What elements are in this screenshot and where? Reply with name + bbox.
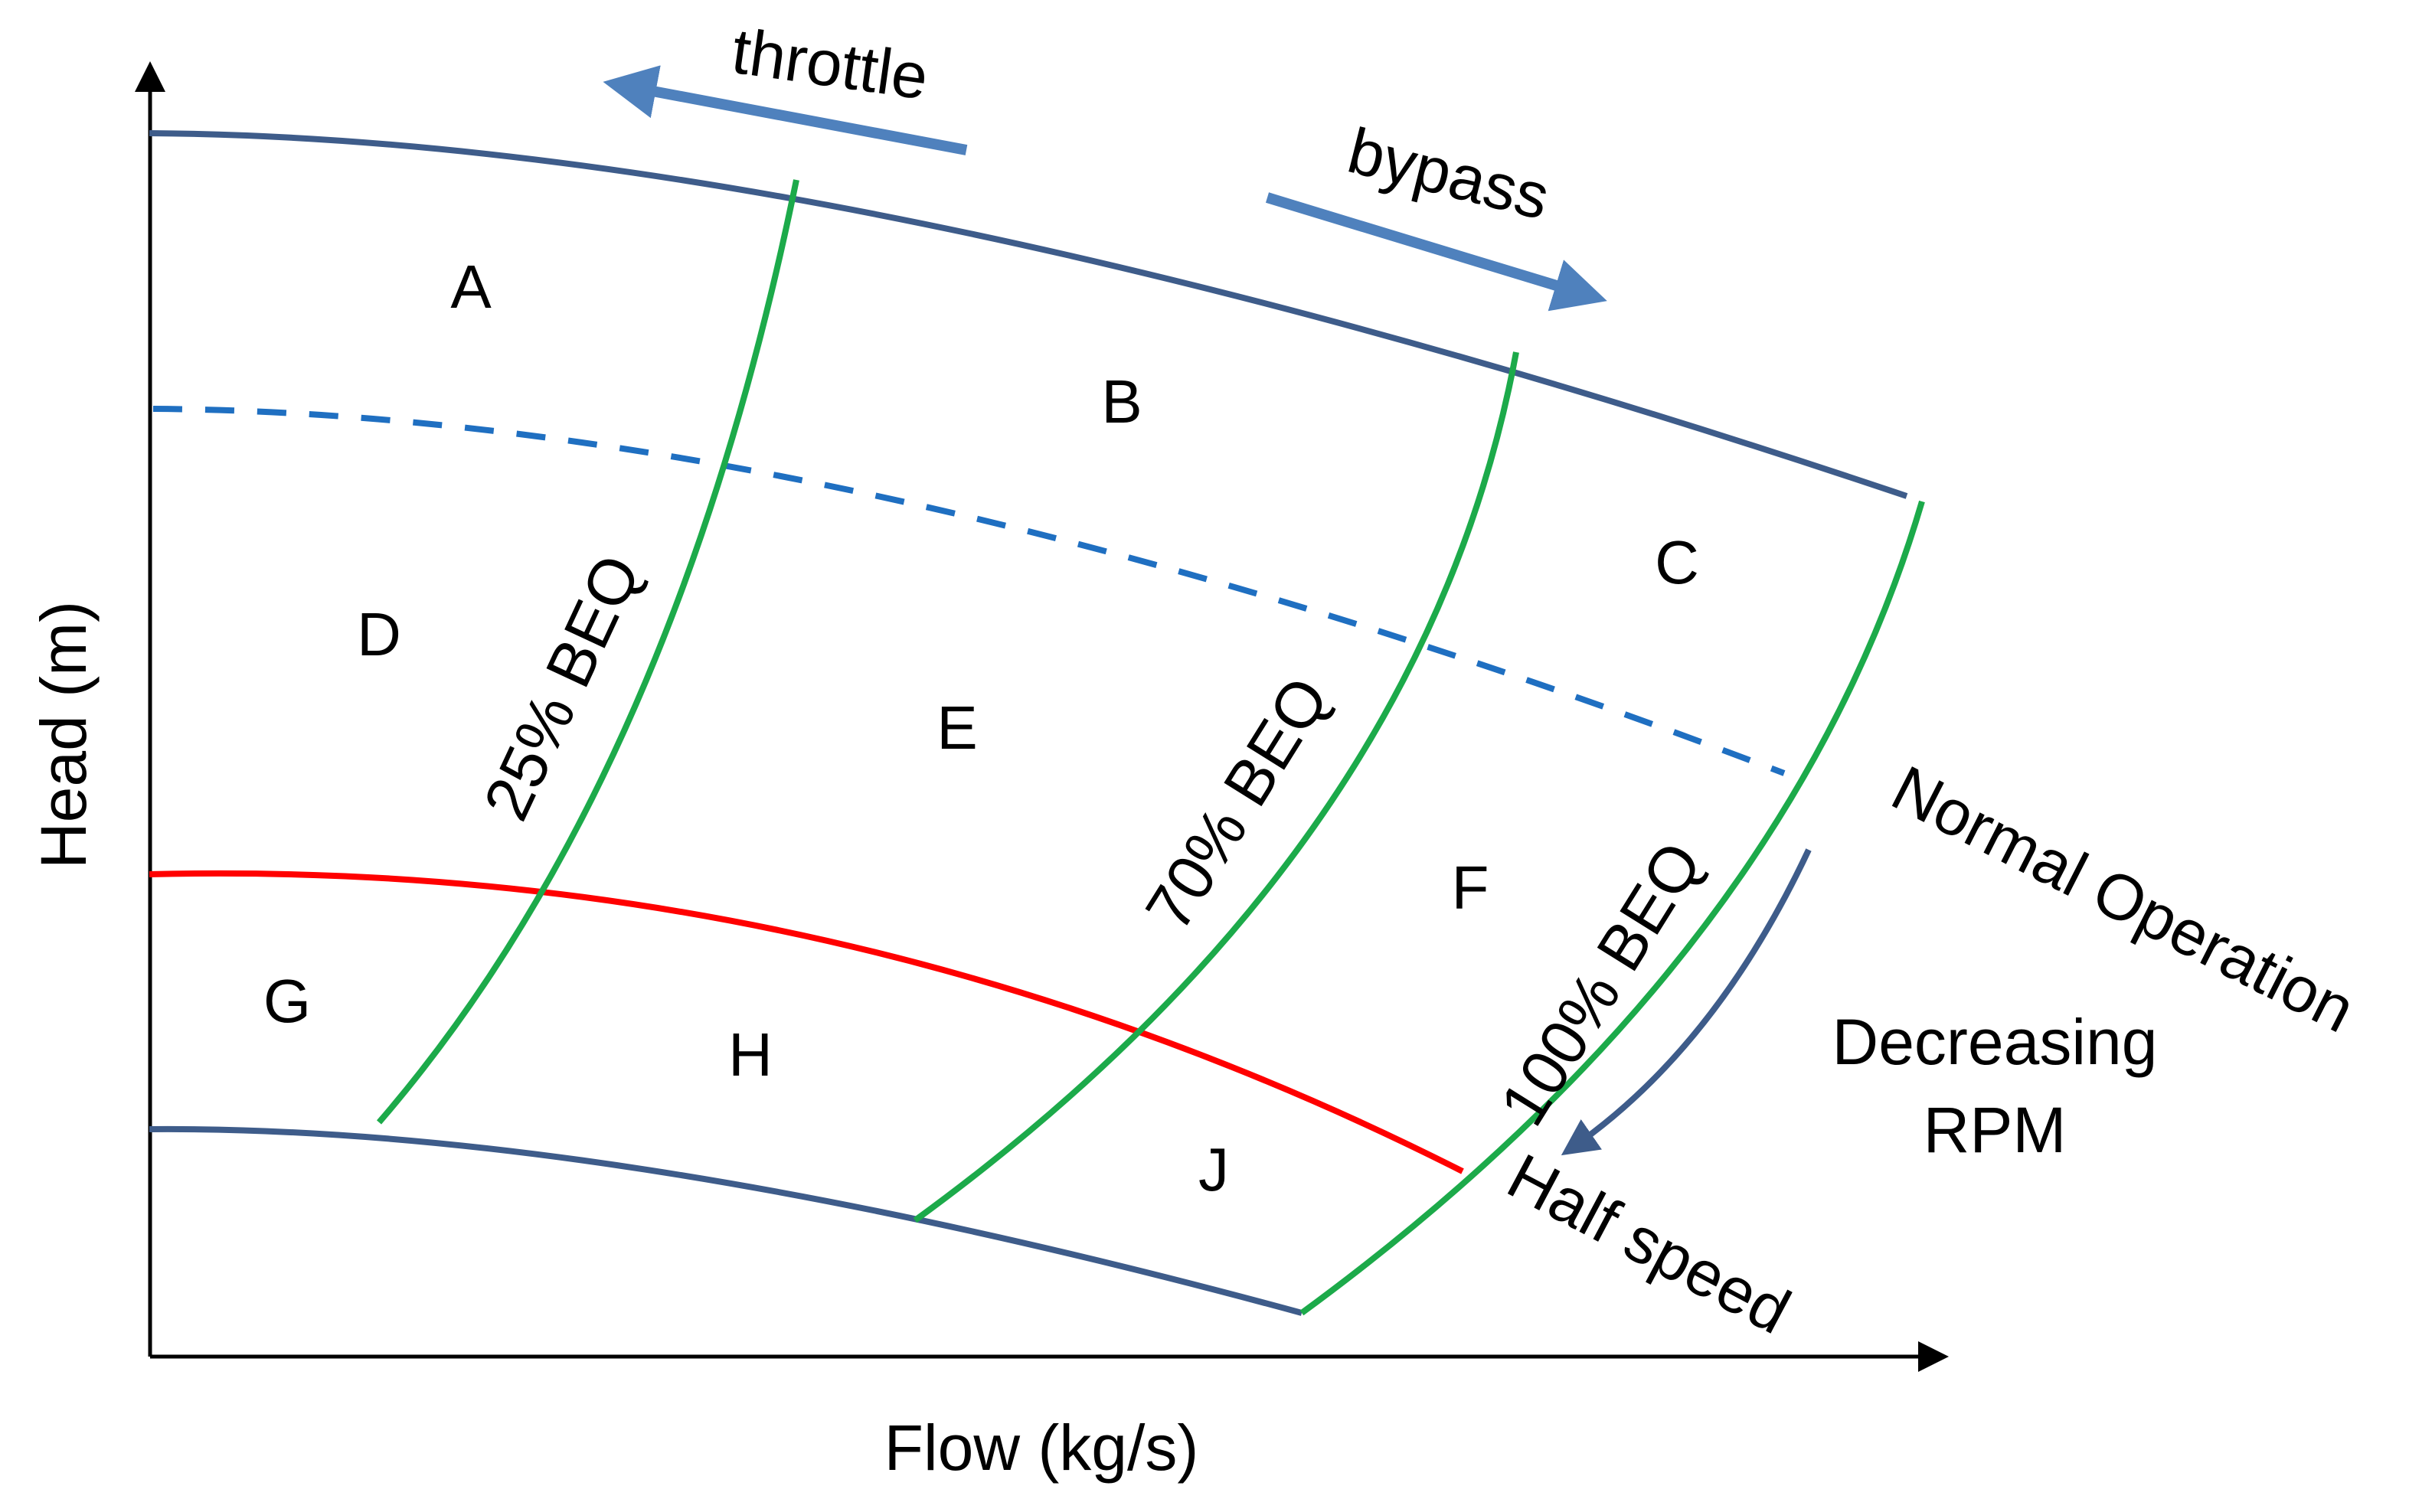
decreasing-rpm-line2: RPM [1924, 1094, 2067, 1166]
beq-100-line [1299, 500, 1925, 1316]
region-f: F [1452, 854, 1489, 922]
region-e: E [936, 694, 977, 762]
decreasing-rpm-line1: Decreasing [1832, 1006, 2158, 1078]
region-a: A [450, 253, 492, 321]
decreasing-rpm-arrow [1561, 848, 1812, 1156]
beq-25-line [376, 179, 799, 1125]
beq-70-line [913, 351, 1519, 1223]
half-speed-label: Half speed [1496, 1140, 1802, 1348]
bypass-arrow [1265, 192, 1607, 312]
region-g: G [263, 967, 311, 1035]
bypass-label: bypass [1342, 114, 1557, 233]
y-axis-label: Head (m) [28, 601, 100, 869]
full-speed-curve [149, 130, 1908, 499]
half-speed-curve [149, 1125, 1303, 1316]
beq-25-label: 25% BEQ [469, 544, 654, 831]
region-b: B [1101, 367, 1142, 436]
region-h: H [728, 1021, 773, 1089]
region-j: J [1198, 1135, 1229, 1203]
x-axis-label: Flow (kg/s) [884, 1412, 1199, 1484]
region-c: C [1655, 528, 1699, 596]
throttle-arrow [603, 65, 968, 155]
region-d: D [357, 600, 401, 668]
normal-operation-label: Normal Operation [1881, 752, 2365, 1047]
beq-100-label: 100% BEQ [1486, 830, 1715, 1138]
throttle-label: throttle [727, 15, 932, 113]
dashed-speed-curve [152, 406, 1786, 776]
red-speed-curve [149, 870, 1464, 1174]
beq-70-label: 70% BEQ [1132, 665, 1342, 942]
